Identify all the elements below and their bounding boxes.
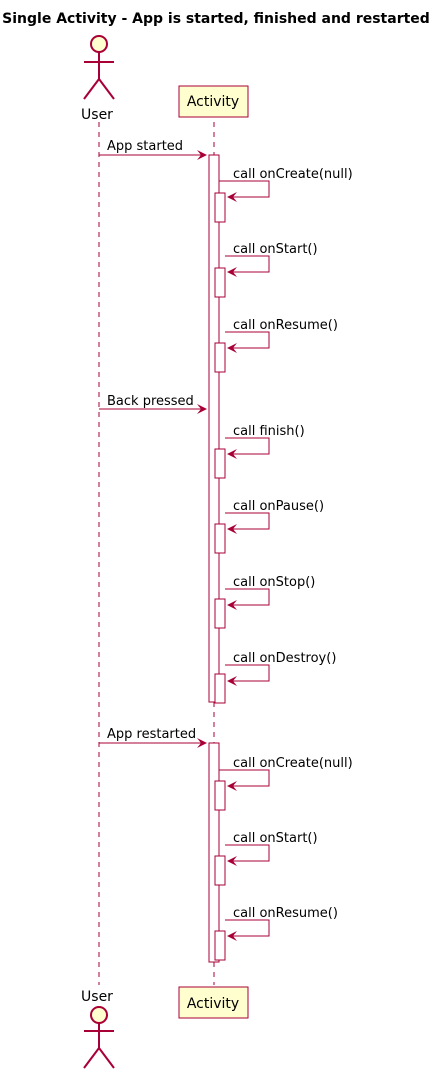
message-call-onresume-1-label: call onResume() [233,318,338,333]
message-app-restarted: App restarted [99,727,207,748]
message-call-oncreate-1-label: call onCreate(null) [233,167,353,182]
activation-bar-onstop [214,598,226,629]
user-actor-bottom [83,1006,115,1069]
user-actor-label-top: User [81,107,113,123]
message-call-onstart-2-label: call onStart() [233,831,318,846]
message-app-started-label: App started [107,139,183,154]
message-call-onresume-1: call onResume() [225,318,338,353]
user-actor-head-icon-bottom [90,1006,108,1024]
activation-bar-oncreate-1 [214,192,226,223]
message-call-onstart-1-label: call onStart() [233,242,318,257]
activation-bar-onresume-1 [214,342,226,373]
activation-bar-outer-1 [208,154,220,703]
activation-bar-outer-2 [208,742,220,963]
message-app-restarted-label: App restarted [107,727,196,742]
message-call-onpause: call onPause() [225,499,324,534]
diagram-title: Single Activity - App is started, finish… [2,11,430,27]
message-call-onstart-2: call onStart() [225,831,318,866]
message-call-onpause-label: call onPause() [233,499,324,514]
activity-participant-label-bottom: Activity [187,996,239,1012]
activation-bar-onstart-1 [214,267,226,298]
message-call-onstop: call onStop() [225,575,315,610]
message-call-oncreate-2-label: call onCreate(null) [233,756,353,771]
activity-participant-box-top [178,85,249,118]
message-call-oncreate-2: call onCreate(null) [219,756,353,791]
user-actor-label-bottom: User [81,989,113,1005]
activity-participant-box-bottom [178,986,249,1019]
user-actor-head-icon [90,35,108,53]
user-actor-top [83,35,115,100]
message-back-pressed: Back pressed [99,394,207,414]
activation-bar-onpause [214,523,226,554]
message-call-onstop-label: call onStop() [233,575,315,590]
message-call-oncreate-1: call onCreate(null) [219,167,353,202]
message-call-finish: call finish() [225,424,305,459]
message-call-onstart-1: call onStart() [225,242,318,277]
activation-bar-finish [214,448,226,479]
activation-bar-onresume-2 [214,930,226,961]
message-call-onresume-2-label: call onResume() [233,906,338,921]
activation-bar-oncreate-2 [214,780,226,811]
activation-bar-ondestroy [214,673,226,704]
message-app-started: App started [99,139,207,160]
message-call-ondestroy: call onDestroy() [225,651,336,686]
message-call-onresume-2: call onResume() [225,906,338,941]
message-call-finish-label: call finish() [233,424,305,439]
message-call-ondestroy-label: call onDestroy() [233,651,336,666]
activity-participant-label-top: Activity [187,94,239,110]
message-back-pressed-label: Back pressed [107,394,194,409]
activation-bar-onstart-2 [214,855,226,886]
